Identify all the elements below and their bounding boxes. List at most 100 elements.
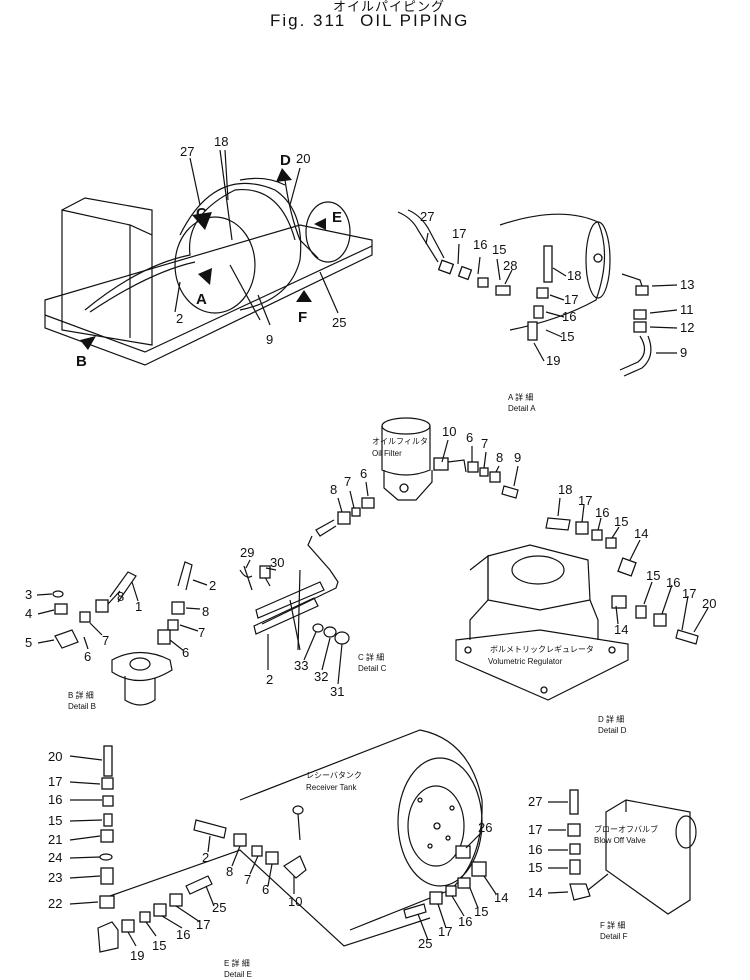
detail-c-caption: Detail C (358, 664, 387, 673)
detail-b-labels: 3 4 5 6 7 8 1 2 8 7 6 B 詳 細 Detail B (25, 578, 216, 711)
a-callout-19: 19 (546, 353, 560, 368)
c-callout-9: 9 (514, 450, 521, 465)
view-arrow-A: A (196, 291, 207, 308)
figure-name: OIL PIPING (360, 11, 470, 30)
a-callout-16b: 16 (562, 309, 576, 324)
view-arrow-C: C (196, 205, 207, 222)
d-callout-20: 20 (702, 596, 716, 611)
f-callout-15: 15 (528, 860, 542, 875)
figure-number: Fig. 311 (270, 11, 347, 30)
detail-d-drawing (455, 497, 709, 701)
e-callout-17c: 17 (438, 924, 452, 939)
b-callout-7b: 7 (198, 625, 205, 640)
figure-title: Fig. 311 OIL PIPING (270, 11, 483, 31)
view-arrow-E: E (332, 209, 342, 226)
e-callout-16: 16 (48, 792, 62, 807)
d-callout-16: 16 (595, 505, 609, 520)
e-callout-10: 10 (288, 894, 302, 909)
detail-f-labels: ブローオフバルブ Blow Off Valve 27 17 16 15 14 F… (528, 794, 658, 941)
callout-25: 25 (332, 315, 346, 330)
callout-20: 20 (296, 151, 310, 166)
a-callout-17: 17 (452, 226, 466, 241)
c-callout-8b: 8 (330, 482, 337, 497)
a-callout-11: 11 (680, 302, 694, 317)
d-callout-14: 14 (634, 526, 648, 541)
c-callout-10: 10 (442, 424, 456, 439)
detail-a-caption: Detail A (508, 404, 536, 413)
d-callout-14b: 14 (614, 622, 628, 637)
detail-f-drawing (547, 789, 697, 915)
view-arrow-D: D (280, 152, 291, 169)
view-arrow-F: F (298, 309, 307, 326)
c-callout-7b: 7 (344, 474, 351, 489)
oil-filter-label-jp: オイルフィルタ (372, 437, 428, 446)
e-callout-17: 17 (48, 774, 62, 789)
a-callout-18: 18 (567, 268, 581, 283)
detail-d-labels: 18 17 16 15 14 15 16 17 20 14 ボルメトリックレギュ… (488, 482, 716, 735)
detail-f-caption-jp: F 詳 細 (600, 920, 625, 930)
d-callout-17: 17 (578, 493, 592, 508)
detail-a-labels: 27 17 16 15 28 18 17 16 15 19 13 11 12 9… (420, 209, 694, 413)
d-callout-15b: 15 (646, 568, 660, 583)
b-callout-8: 8 (117, 589, 124, 604)
e-callout-16b: 16 (176, 927, 190, 942)
detail-d-caption: Detail D (598, 726, 627, 735)
receiver-tank-label: Receiver Tank (306, 783, 358, 792)
e-callout-8: 8 (226, 864, 233, 879)
c-callout-6b: 6 (360, 466, 367, 481)
b-callout-6: 6 (84, 649, 91, 664)
receiver-tank-label-jp: レシーバタンク (306, 771, 362, 780)
c-callout-6: 6 (466, 430, 473, 445)
c-callout-32: 32 (314, 669, 328, 684)
oil-filter-label: Oil Filter (372, 449, 402, 458)
b-callout-1: 1 (135, 599, 142, 614)
d-callout-16b: 16 (666, 575, 680, 590)
b-callout-8b: 8 (202, 604, 209, 619)
callout-9: 9 (266, 332, 273, 347)
c-callout-29: 29 (240, 545, 254, 560)
e-callout-14: 14 (494, 890, 508, 905)
a-callout-16: 16 (473, 237, 487, 252)
overview-assembly (44, 149, 373, 366)
f-callout-17: 17 (528, 822, 542, 837)
e-callout-24: 24 (48, 850, 62, 865)
e-callout-20: 20 (48, 749, 62, 764)
regulator-label-jp: ボルメトリックレギュレータ (490, 645, 594, 654)
a-callout-27: 27 (420, 209, 434, 224)
c-callout-2: 2 (266, 672, 273, 687)
e-callout-6: 6 (262, 882, 269, 897)
detail-a-caption-jp: A 詳 細 (508, 392, 533, 402)
a-callout-15: 15 (492, 242, 506, 257)
e-callout-7: 7 (244, 872, 251, 887)
detail-b-caption-jp: B 詳 細 (68, 690, 94, 700)
b-callout-5: 5 (25, 635, 32, 650)
a-callout-28: 28 (503, 258, 517, 273)
e-callout-15: 15 (48, 813, 62, 828)
callout-2: 2 (176, 311, 183, 326)
a-callout-13: 13 (680, 277, 694, 292)
d-callout-15: 15 (614, 514, 628, 529)
e-callout-15c: 15 (474, 904, 488, 919)
regulator-label: Volumetric Regulator (488, 657, 563, 666)
callout-18: 18 (214, 134, 228, 149)
detail-a-drawing (397, 209, 678, 377)
c-callout-30: 30 (270, 555, 284, 570)
blow-off-valve-label: Blow Off Valve (594, 836, 646, 845)
e-callout-15b: 15 (152, 938, 166, 953)
f-callout-16: 16 (528, 842, 542, 857)
a-callout-15b: 15 (560, 329, 574, 344)
f-callout-27: 27 (528, 794, 542, 809)
b-callout-4: 4 (25, 606, 32, 621)
c-callout-7: 7 (481, 436, 488, 451)
detail-c-drawing (239, 417, 519, 685)
detail-e-labels: レシーバタンク Receiver Tank 20 17 16 15 21 24 … (48, 749, 508, 979)
detail-c-caption-jp: C 詳 細 (358, 652, 384, 662)
a-callout-9: 9 (680, 345, 687, 360)
detail-c-labels: オイルフィルタ Oil Filter 10 6 7 8 9 8 7 6 29 3… (240, 424, 521, 699)
e-callout-25b: 25 (418, 936, 432, 951)
e-callout-26: 26 (478, 820, 492, 835)
b-callout-2: 2 (209, 578, 216, 593)
e-callout-2: 2 (202, 850, 209, 865)
detail-d-caption-jp: D 詳 細 (598, 714, 624, 724)
